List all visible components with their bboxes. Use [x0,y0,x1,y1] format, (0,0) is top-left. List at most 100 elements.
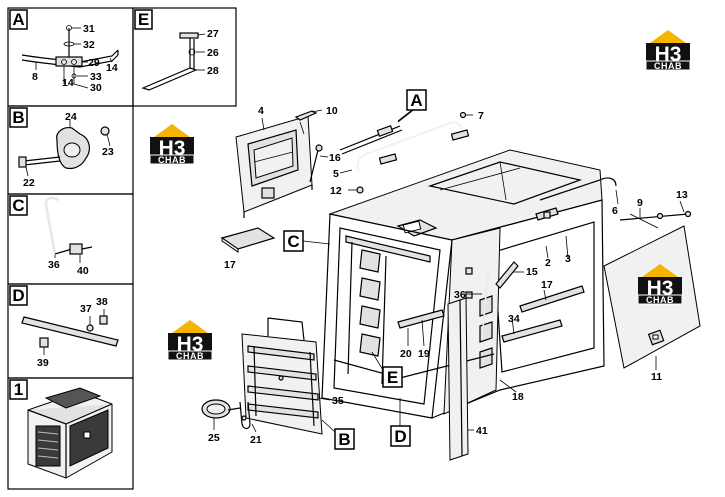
post-41-drawing [447,297,474,461]
svg-text:C: C [287,232,299,251]
front-louvres [345,235,431,385]
main-callout-b: B [321,419,355,450]
main-callout-d: D [390,398,411,447]
main-callout-e: E [371,351,403,388]
svg-text:CHAB: CHAB [654,61,682,71]
left-panel-frames [7,7,237,490]
callout-29: 29 [88,57,100,69]
svg-text:E: E [387,368,398,387]
callout-17-left: 17 [224,259,236,271]
callout-30: 30 [90,82,102,94]
callout-19: 19 [418,348,430,360]
wiper-rod-16-drawing [309,144,329,183]
callout-41: 41 [476,425,488,437]
brand-logo-right: H3 CHAB [637,263,683,305]
callout-36-main: 36 [454,289,466,301]
callout-12: 12 [330,185,342,197]
callout-13: 13 [676,189,688,201]
callout-21: 21 [250,434,262,446]
svg-text:C: C [12,196,24,215]
callout-5: 5 [333,168,339,180]
svg-text:H3: H3 [159,137,186,160]
panel-a-bracket-drawing [21,25,119,84]
callout-27: 27 [207,28,219,40]
callout-33: 33 [90,71,102,83]
antenna-bar-drawing [339,109,413,155]
callout-25: 25 [208,432,220,444]
brand-logo-bottom-left: H3 CHAB [167,319,213,361]
section-label-1: 1 [9,379,28,400]
wiper-9-13-drawing [619,200,692,221]
section-label-b: B [9,107,28,128]
callout-3: 3 [565,253,571,265]
callout-2: 2 [545,257,551,269]
callout-31: 31 [83,23,95,35]
callout-39: 39 [37,357,49,369]
svg-text:B: B [338,430,350,449]
callout-14-lower: 14 [62,77,74,89]
callout-37: 37 [80,303,92,315]
mirror-25-drawing [201,399,241,430]
callout-38: 38 [96,296,108,308]
callout-15: 15 [526,266,538,278]
callout-7: 7 [478,110,484,122]
svg-text:H3: H3 [177,333,204,356]
brand-logo-left: H3 CHAB [149,123,195,165]
callout-32: 32 [83,39,95,51]
callout-34: 34 [508,313,520,325]
callout-20: 20 [400,348,412,360]
grab-handles-drawing [339,111,473,194]
section-label-a: A [9,9,28,30]
main-callout-c: C [283,230,331,252]
rear-grille-35-drawing [241,317,331,435]
cab-leaders [407,189,659,393]
callout-4: 4 [258,105,264,117]
panel-c-handle-drawing [44,196,93,263]
callout-36-c: 36 [48,259,60,271]
callout-24: 24 [65,111,77,123]
callout-9: 9 [637,197,643,209]
section-label-e-box: E [134,9,153,30]
panel-b-bolt-drawing [18,120,111,177]
callout-28: 28 [207,65,219,77]
door-4-drawing [235,109,323,218]
callout-35: 35 [332,395,344,407]
svg-text:B: B [12,108,24,127]
panel-d-strip-drawing [21,309,119,355]
callout-18: 18 [512,391,524,403]
svg-text:E: E [138,10,149,29]
panel-a-leaders [72,27,113,89]
callout-22: 22 [23,177,35,189]
callout-8: 8 [32,71,38,83]
callout-17-right: 17 [541,279,553,291]
cab-body-drawing [321,149,617,419]
handle-21-drawing [239,401,257,433]
svg-text:1: 1 [14,380,23,399]
side-bar-36-drawing [466,261,519,341]
svg-text:A: A [410,91,422,110]
callout-16: 16 [329,152,341,164]
svg-text:D: D [12,286,24,305]
panel-1-cab-thumbnail [27,387,113,479]
section-label-d: D [9,285,28,306]
callout-26: 26 [207,47,219,59]
plate-17-drawing [220,227,276,253]
svg-text:H3: H3 [647,277,674,300]
svg-text:D: D [394,427,406,446]
svg-text:H3: H3 [655,43,682,66]
callout-14: 14 [106,62,118,74]
svg-text:CHAB: CHAB [158,155,186,165]
panel-e-rod-drawing [141,32,206,91]
callout-23: 23 [102,146,114,158]
svg-text:CHAB: CHAB [646,295,674,305]
callout-6: 6 [612,205,618,217]
callout-40: 40 [77,265,89,277]
brand-logo-top-right: H3 CHAB [645,29,691,71]
callout-11: 11 [651,371,662,383]
section-label-c: C [9,195,28,216]
svg-text:A: A [12,10,24,29]
main-callout-a: A [397,89,427,123]
svg-text:CHAB: CHAB [176,351,204,361]
callout-10: 10 [326,105,338,117]
